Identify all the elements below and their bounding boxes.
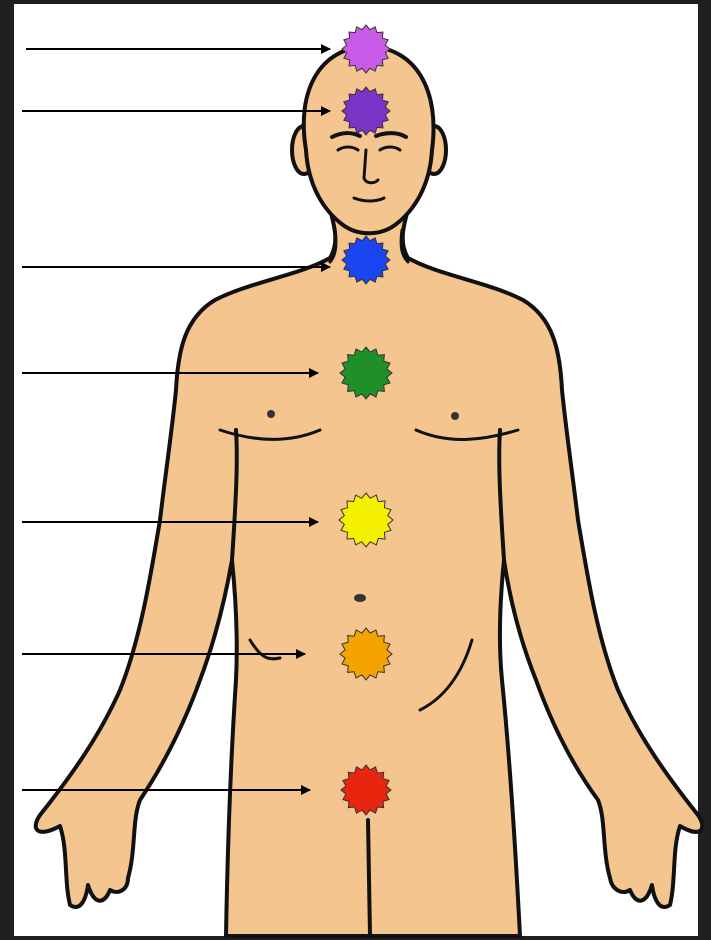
chakra-marker-solar-plexus xyxy=(339,493,393,547)
chakra-marker-throat xyxy=(342,236,390,284)
chakra-marker-root xyxy=(341,765,391,815)
chakra-marker-third-eye xyxy=(342,87,390,135)
navel xyxy=(354,594,366,602)
right-nipple xyxy=(451,412,459,420)
head xyxy=(304,46,434,233)
chakra-marker-crown xyxy=(342,25,390,73)
chakra-marker-heart xyxy=(340,347,392,399)
legs-split-line xyxy=(368,820,370,936)
left-nipple xyxy=(267,410,275,418)
chakra-marker-sacral xyxy=(340,628,392,680)
